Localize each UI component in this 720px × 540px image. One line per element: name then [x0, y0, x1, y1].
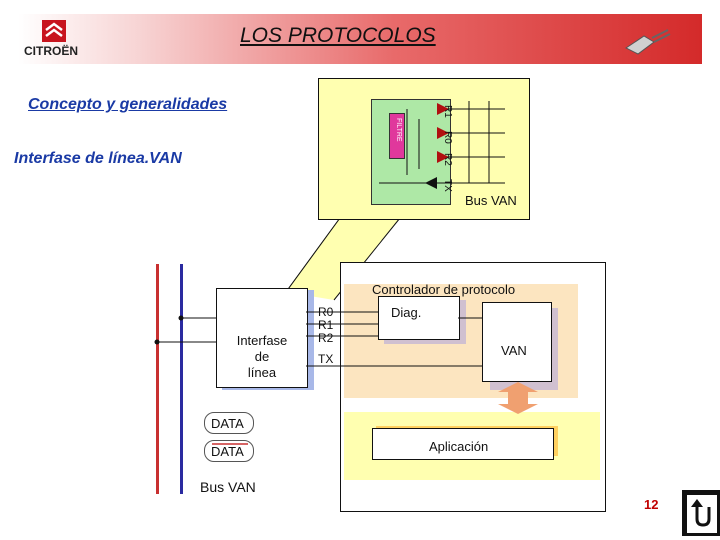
- brand-name: CITROËN: [24, 44, 78, 58]
- data-bar-pill: DATA: [204, 440, 254, 462]
- application-block: Aplicación: [372, 428, 554, 460]
- data-pill: DATA: [204, 412, 254, 434]
- data-label: DATA: [211, 416, 244, 431]
- controller-title: Controlador de protocolo: [372, 282, 516, 297]
- signal-r2: R2: [318, 331, 334, 345]
- section-title: Concepto y generalidades: [28, 96, 228, 113]
- filter-block: FILTRE: [389, 113, 405, 159]
- subtitle: Interfase de línea.VAN: [14, 150, 182, 167]
- bus-label: Bus VAN: [200, 479, 256, 495]
- page-number: 12: [644, 497, 659, 512]
- inset-panel: FILTRE R1 R0 R2 TX Bus VAN: [318, 78, 530, 220]
- diag-label: Diag.: [391, 305, 422, 320]
- line-interface-label-3: línea: [247, 365, 277, 380]
- bidirectional-arrow-icon: [498, 382, 538, 414]
- citroen-logo-icon: [42, 20, 66, 42]
- van-block: VAN: [482, 302, 552, 382]
- line-interface-label-1: Interfase: [236, 333, 288, 348]
- diag-block: Diag.: [378, 296, 460, 340]
- header-banner: [18, 14, 702, 64]
- line-interface-block: Interfase de línea: [216, 288, 308, 388]
- bus-line-red: [156, 264, 159, 494]
- inset-bus-label: Bus VAN: [465, 193, 517, 208]
- data-bar-label: DATA: [211, 444, 244, 459]
- return-icon: [686, 494, 718, 534]
- application-label: Aplicación: [429, 439, 489, 454]
- inset-chip: [371, 99, 451, 205]
- bus-line-blue: [180, 264, 183, 494]
- signal-tx: TX: [318, 352, 334, 366]
- line-interface-label-2: de: [254, 349, 270, 364]
- return-button[interactable]: [682, 490, 720, 536]
- plug-icon: [625, 29, 671, 55]
- inset-wiring: [379, 101, 505, 189]
- van-label: VAN: [501, 343, 527, 358]
- page-title: LOS PROTOCOLOS: [240, 24, 436, 47]
- signal-r1: R1: [318, 318, 334, 332]
